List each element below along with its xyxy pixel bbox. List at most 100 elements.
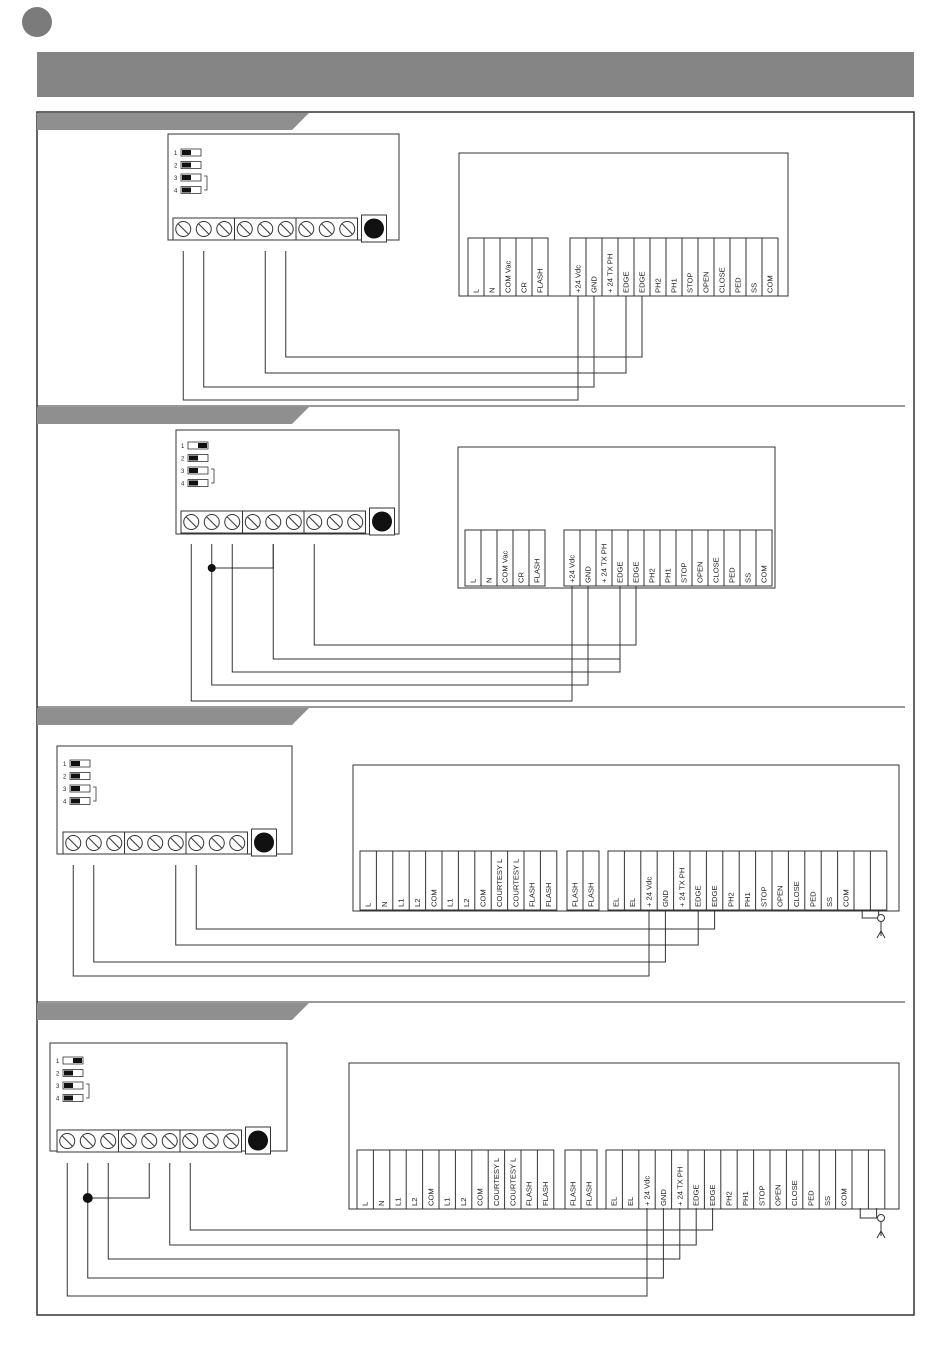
terminal-label: STOP [757, 1185, 766, 1206]
terminal-label: PED [734, 277, 743, 293]
wire [195, 865, 716, 930]
dip-switch-lever [71, 786, 80, 791]
wire [169, 1163, 697, 1246]
junction-dot [82, 1193, 93, 1203]
terminal-screw-slot [123, 1135, 135, 1147]
terminal-label: PH2 [727, 892, 736, 907]
dip-switch-number: 1 [174, 151, 178, 157]
header-bar [37, 52, 914, 97]
terminal-label: GND [661, 890, 670, 907]
terminal-label: L [364, 903, 373, 907]
terminal-screw-slot [129, 837, 141, 849]
dip-switch-number: 2 [56, 1072, 60, 1078]
terminal-label: N [485, 578, 494, 583]
terminal-screw-slot [259, 223, 271, 235]
terminal-label: CLOSE [718, 267, 727, 293]
wire [72, 865, 650, 977]
dip-switch-lever [189, 480, 198, 486]
dip-switch-number: 4 [181, 482, 185, 488]
antenna-connector [877, 914, 885, 922]
terminal-label: EDGE [632, 561, 641, 583]
terminal-screw-slot [102, 1135, 114, 1147]
terminal-label: + 24 Vdc [645, 877, 654, 907]
terminal-label: COM [426, 1188, 435, 1206]
terminal-label: COM [839, 1188, 848, 1206]
dip-switch-number: 3 [56, 1084, 60, 1090]
terminal-screw-slot [190, 837, 202, 849]
antenna-symbol [876, 1229, 886, 1239]
terminal-label: EDGE [694, 885, 703, 907]
terminal-label: PH2 [654, 278, 663, 293]
terminal-screw-slot [349, 516, 361, 528]
dip-switch-lever [71, 761, 80, 766]
terminal-label: OPEN [696, 561, 705, 583]
terminal-screw-slot [308, 516, 320, 528]
terminal-label: FLASH [585, 1182, 594, 1206]
terminal-screw-slot [267, 516, 279, 528]
terminal-label: EDGE [692, 1184, 701, 1206]
dip-switch-lever [182, 150, 191, 155]
terminal-label: COM [760, 565, 769, 583]
board-terminal-block [467, 237, 549, 297]
terminal-screw-slot [198, 223, 210, 235]
terminal-label: COURTESY L [508, 1158, 517, 1206]
terminal-label: FLASH [569, 1182, 578, 1206]
terminal-label: FLASH [525, 1182, 534, 1206]
terminal-label: GND [659, 1189, 668, 1206]
dip-switch-lever [64, 1095, 73, 1101]
terminal-label: L1 [443, 1198, 452, 1206]
terminal-label: FLASH [541, 1182, 550, 1206]
terminal-screw-slot [205, 1135, 217, 1147]
dip-switch-lever [73, 1058, 82, 1063]
terminal-label: L2 [410, 1198, 419, 1206]
terminal-label: FLASH [571, 883, 580, 907]
terminal-screw-slot [149, 837, 161, 849]
terminal-label: EDGE [616, 561, 625, 583]
wire [203, 251, 595, 388]
terminal-label: L1 [394, 1198, 403, 1206]
terminal-label: CR [520, 282, 529, 293]
dip-switch-number: 3 [181, 469, 185, 475]
dip-switch-lever [182, 162, 191, 168]
wire [87, 1163, 664, 1279]
terminal-screw-slot [341, 223, 353, 235]
terminal-screw-slot [108, 837, 120, 849]
terminal-label: L [361, 1202, 370, 1206]
dip-switch-number: 4 [63, 800, 67, 806]
terminal-label: L1 [446, 899, 455, 907]
dip-bracket [93, 786, 97, 802]
board-terminal-block [569, 237, 779, 297]
section-tab [37, 1003, 309, 1020]
antenna-knob [364, 218, 384, 239]
board-terminal-block [563, 529, 773, 587]
terminal-label: OPEN [702, 271, 711, 293]
terminal-screw-slot [185, 516, 197, 528]
dip-switch-number: 1 [56, 1059, 60, 1065]
terminal-label: N [380, 902, 389, 907]
antenna-wire [859, 1208, 878, 1219]
terminal-label: EL [610, 1197, 619, 1206]
terminal-screw-slot [300, 223, 312, 235]
board-terminal-block [605, 1149, 886, 1210]
terminal-screw-slot [226, 516, 238, 528]
terminal-label: FLASH [536, 269, 545, 293]
terminal-label: CLOSE [790, 1180, 799, 1206]
wire [66, 1163, 648, 1297]
terminal-screw-slot [88, 837, 100, 849]
terminal-label: PED [809, 891, 818, 907]
dip-switch-lever [64, 1083, 73, 1088]
board-terminal-block [464, 529, 546, 587]
terminal-label: OPEN [774, 1184, 783, 1206]
dip-switch-lever [182, 187, 191, 193]
terminal-label: PH1 [664, 568, 673, 583]
dip-switch-number: 4 [174, 189, 178, 195]
terminal-label: FLASH [587, 883, 596, 907]
wire [175, 865, 699, 946]
dip-switch-lever [189, 455, 198, 461]
antenna-knob [254, 832, 274, 853]
dip-switch-number: 4 [56, 1097, 60, 1103]
terminal-label: + 24 TX PH [600, 544, 609, 583]
wire [107, 1163, 681, 1260]
wire [272, 544, 621, 660]
